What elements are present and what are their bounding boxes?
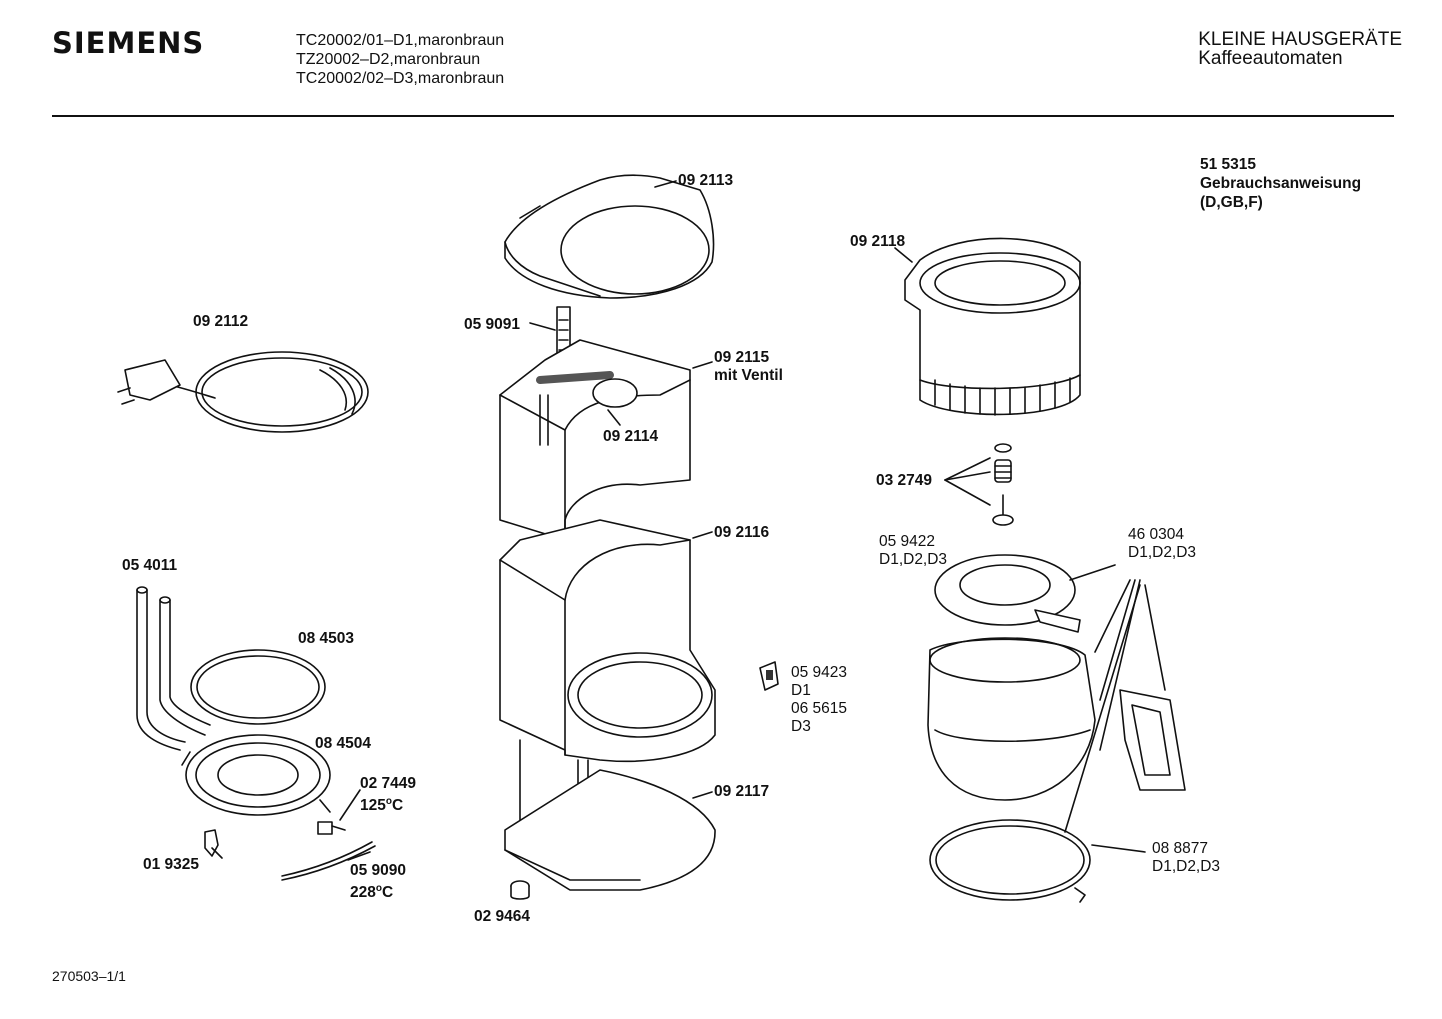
- label-460304: 46 0304 D1,D2,D3: [1128, 526, 1196, 562]
- carafe-handle-part: [1119, 584, 1186, 791]
- label-092112: 09 2112: [193, 313, 249, 330]
- label-092113: 09 2113: [678, 172, 734, 189]
- label-059423-variant: D1: [791, 682, 811, 699]
- fuse-wire-part: [281, 841, 376, 881]
- model-line: TC20002/02–D3,maronbraun: [296, 70, 505, 87]
- label-059090-temp: 228oC: [350, 883, 394, 902]
- power-cord-part: [117, 351, 369, 433]
- category-subtitle: Kaffeeautomaten: [1198, 48, 1343, 69]
- carafe-part: [927, 579, 1141, 801]
- label-027449: 02 7449 125oC: [360, 775, 416, 815]
- switch-part: [759, 661, 779, 691]
- carafe-ring-part: [929, 584, 1146, 903]
- label-092116: 09 2116: [714, 524, 770, 541]
- manual-reference: 51 5315 Gebrauchsanweisung (D,GB,F): [1200, 155, 1361, 212]
- label-027449-temp: 125oC: [360, 796, 404, 815]
- label-084504: 08 4504: [315, 735, 372, 752]
- carafe-lid-part: [934, 554, 1116, 633]
- lower-housing-part: [499, 519, 716, 763]
- label-059422-number: 05 9422: [879, 533, 936, 550]
- label-059090-number: 05 9090: [350, 862, 407, 879]
- category-title: KLEINE HAUSGERÄTE: [1198, 29, 1402, 50]
- label-084503: 08 4503: [298, 630, 355, 647]
- label-092118: 09 2118: [850, 233, 906, 250]
- hose-part: [136, 586, 211, 751]
- thermostat-part: [317, 789, 361, 835]
- label-460304-variants: D1,D2,D3: [1128, 544, 1197, 561]
- label-092115-number: 09 2115: [714, 349, 770, 366]
- label-092114: 09 2114: [603, 428, 659, 445]
- label-088877-number: 08 8877: [1152, 840, 1209, 857]
- header-divider: [52, 115, 1394, 117]
- label-088877-variants: D1,D2,D3: [1152, 858, 1221, 875]
- lid-part: [504, 174, 715, 299]
- label-054011: 05 4011: [122, 557, 178, 574]
- label-092117: 09 2117: [714, 783, 770, 800]
- heater-plate-part: [181, 734, 331, 816]
- manual-title: Gebrauchsanweisung: [1200, 175, 1362, 192]
- label-460304-number: 46 0304: [1128, 526, 1185, 543]
- upper-housing-part: [499, 339, 713, 541]
- label-092115: 09 2115 mit Ventil: [714, 349, 783, 385]
- label-059422-variants: D1,D2,D3: [879, 551, 948, 568]
- label-092115-note: mit Ventil: [714, 367, 783, 384]
- label-019325: 01 9325: [143, 856, 200, 873]
- label-059091: 05 9091: [464, 316, 521, 333]
- model-list: TC20002/01–D1,maronbraun TZ20002–D2,maro…: [296, 31, 504, 88]
- label-059423-number: 05 9423: [791, 664, 848, 681]
- filter-basket-part: [894, 237, 1081, 416]
- label-065615-variant: D3: [791, 718, 811, 735]
- label-065615-number: 06 5615: [791, 700, 848, 717]
- base-part: [504, 739, 716, 891]
- valve-set-part: [944, 443, 1014, 526]
- label-032749: 03 2749: [876, 472, 933, 489]
- model-line: TZ20002–D2,maronbraun: [296, 51, 481, 68]
- label-088877: 08 8877 D1,D2,D3: [1152, 840, 1220, 876]
- label-059422: 05 9422 D1,D2,D3: [879, 533, 947, 569]
- manual-number: 51 5315: [1200, 156, 1257, 173]
- drawing-id: 270503–1/1: [52, 968, 126, 984]
- label-029464: 02 9464: [474, 908, 531, 925]
- model-line: TC20002/01–D1,maronbraun: [296, 32, 505, 49]
- label-059090: 05 9090 228oC: [350, 862, 406, 902]
- category-block: KLEINE HAUSGERÄTE Kaffeeautomaten: [1198, 30, 1402, 68]
- brand-logo: SIEMENS: [52, 26, 205, 60]
- gasket-part: [190, 649, 326, 725]
- foot-ring-part: [510, 880, 530, 900]
- manual-languages: (D,GB,F): [1200, 194, 1263, 211]
- label-027449-number: 02 7449: [360, 775, 417, 792]
- label-059423: 05 9423 D1 06 5615 D3: [791, 664, 847, 736]
